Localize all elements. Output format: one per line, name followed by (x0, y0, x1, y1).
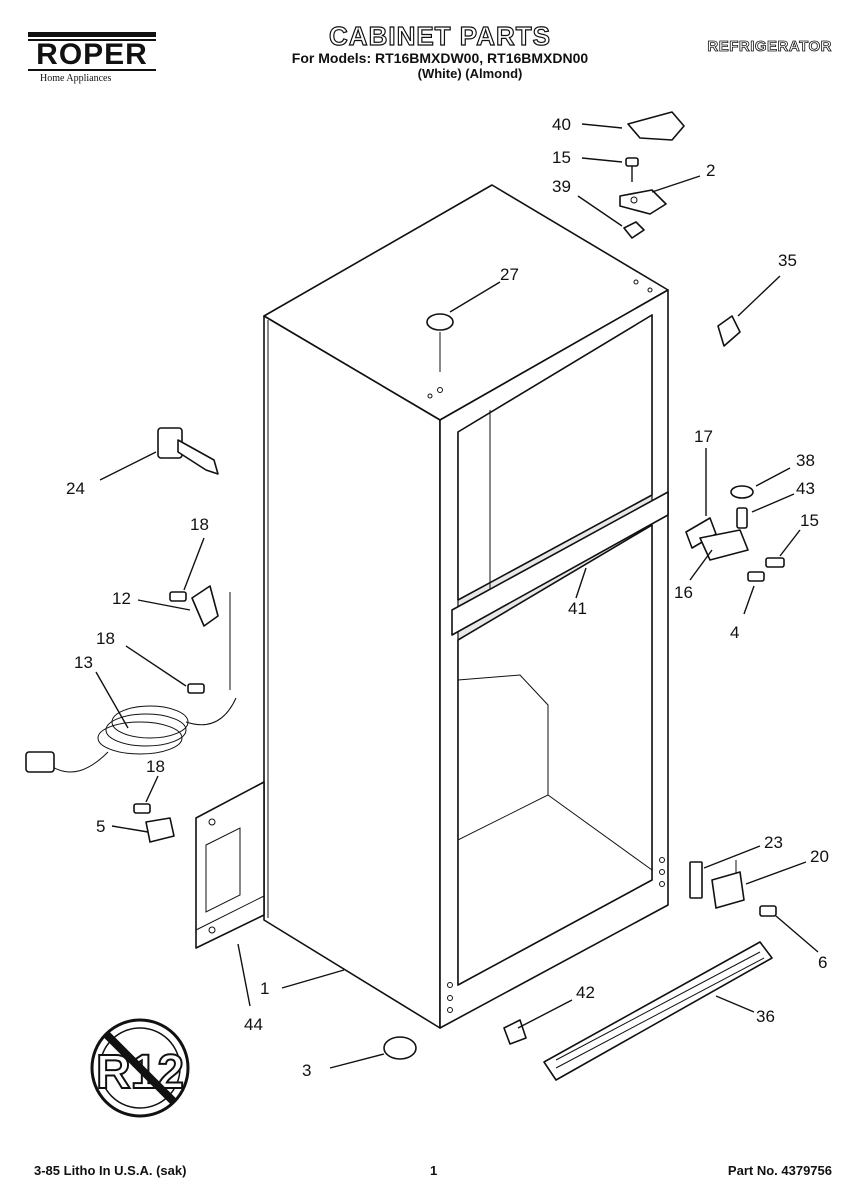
hinge-2 (619, 189, 667, 215)
base-grille-36 (543, 941, 773, 1081)
callout-42: 42 (576, 983, 595, 1002)
hinge-16 (699, 529, 749, 561)
callout-27: 27 (500, 265, 519, 284)
logo-rule (28, 32, 156, 37)
washer-38 (730, 485, 754, 499)
callout-3: 3 (302, 1061, 311, 1080)
callout-40: 40 (552, 115, 571, 134)
logo-wordmark: ROPER (28, 39, 156, 71)
screw-18-c (133, 803, 151, 814)
clip-35 (717, 315, 741, 347)
product-name: REFRIGERATOR (707, 38, 832, 56)
damper-3 (383, 1036, 417, 1060)
plug-27 (426, 313, 454, 372)
callout-18-c: 18 (146, 757, 165, 776)
callout-18-a: 18 (190, 515, 209, 534)
callout-6: 6 (818, 953, 827, 972)
pin-43 (736, 507, 748, 529)
colors-line: (White) (Almond) (417, 66, 523, 81)
callout-16: 16 (674, 583, 693, 602)
title-block: CABINET PARTS For Models: RT16BMXDW00, R… (270, 21, 610, 82)
shim-39 (623, 221, 645, 239)
screw-6 (759, 905, 777, 917)
models-line: For Models: RT16BMXDW00, RT16BMXDN00 (291, 50, 589, 66)
screw-4 (747, 571, 765, 582)
clip-42 (503, 1019, 527, 1045)
callout-43: 43 (796, 479, 815, 498)
callout-12: 12 (112, 589, 131, 608)
callout-35: 35 (778, 251, 797, 270)
callout-38: 38 (796, 451, 815, 470)
roper-logo: ROPER Home Appliances (28, 32, 156, 84)
callout-24: 24 (66, 479, 85, 498)
leveling-leg-24 (157, 427, 219, 475)
footer-litho: 3-85 Litho In U.S.A. (sak) (34, 1163, 187, 1178)
callout-39: 39 (552, 177, 571, 196)
bracket-23 (689, 861, 703, 899)
clamp-5 (145, 817, 175, 843)
callout-23: 23 (764, 833, 783, 852)
callout-5: 5 (96, 817, 105, 836)
callout-15-top: 15 (552, 148, 571, 167)
logo-tagline: Home Appliances (40, 73, 112, 84)
callout-41: 41 (568, 599, 587, 618)
r12-badge: R12 (90, 1018, 190, 1118)
screw-15-top (625, 157, 639, 182)
screw-18-a (169, 591, 187, 602)
hinge-20 (711, 860, 745, 909)
screw-15-right (765, 557, 785, 568)
callout-4: 4 (730, 623, 739, 642)
page-title: CABINET PARTS (328, 21, 551, 51)
leader-lines (95, 123, 819, 1069)
footer-page-number: 1 (430, 1163, 438, 1178)
power-cord-13 (25, 592, 237, 773)
callout-13: 13 (74, 653, 93, 672)
bracket-12 (191, 585, 219, 627)
footer-part-number: Part No. 4379756 (727, 1163, 832, 1178)
screw-18-b (187, 683, 205, 694)
hinge-cover-40 (627, 111, 685, 141)
callout-1: 1 (260, 979, 269, 998)
callout-17: 17 (694, 427, 713, 446)
callout-18-b: 18 (96, 629, 115, 648)
callout-15-right: 15 (800, 511, 819, 530)
cabinet-body (263, 184, 669, 1029)
callout-36: 36 (756, 1007, 775, 1026)
callout-2: 2 (706, 161, 715, 180)
callout-labels: 40 15 2 39 35 27 24 17 38 43 15 18 12 16… (66, 115, 829, 1080)
callout-44: 44 (244, 1015, 263, 1034)
side-panel (195, 781, 265, 949)
callout-20: 20 (810, 847, 829, 866)
